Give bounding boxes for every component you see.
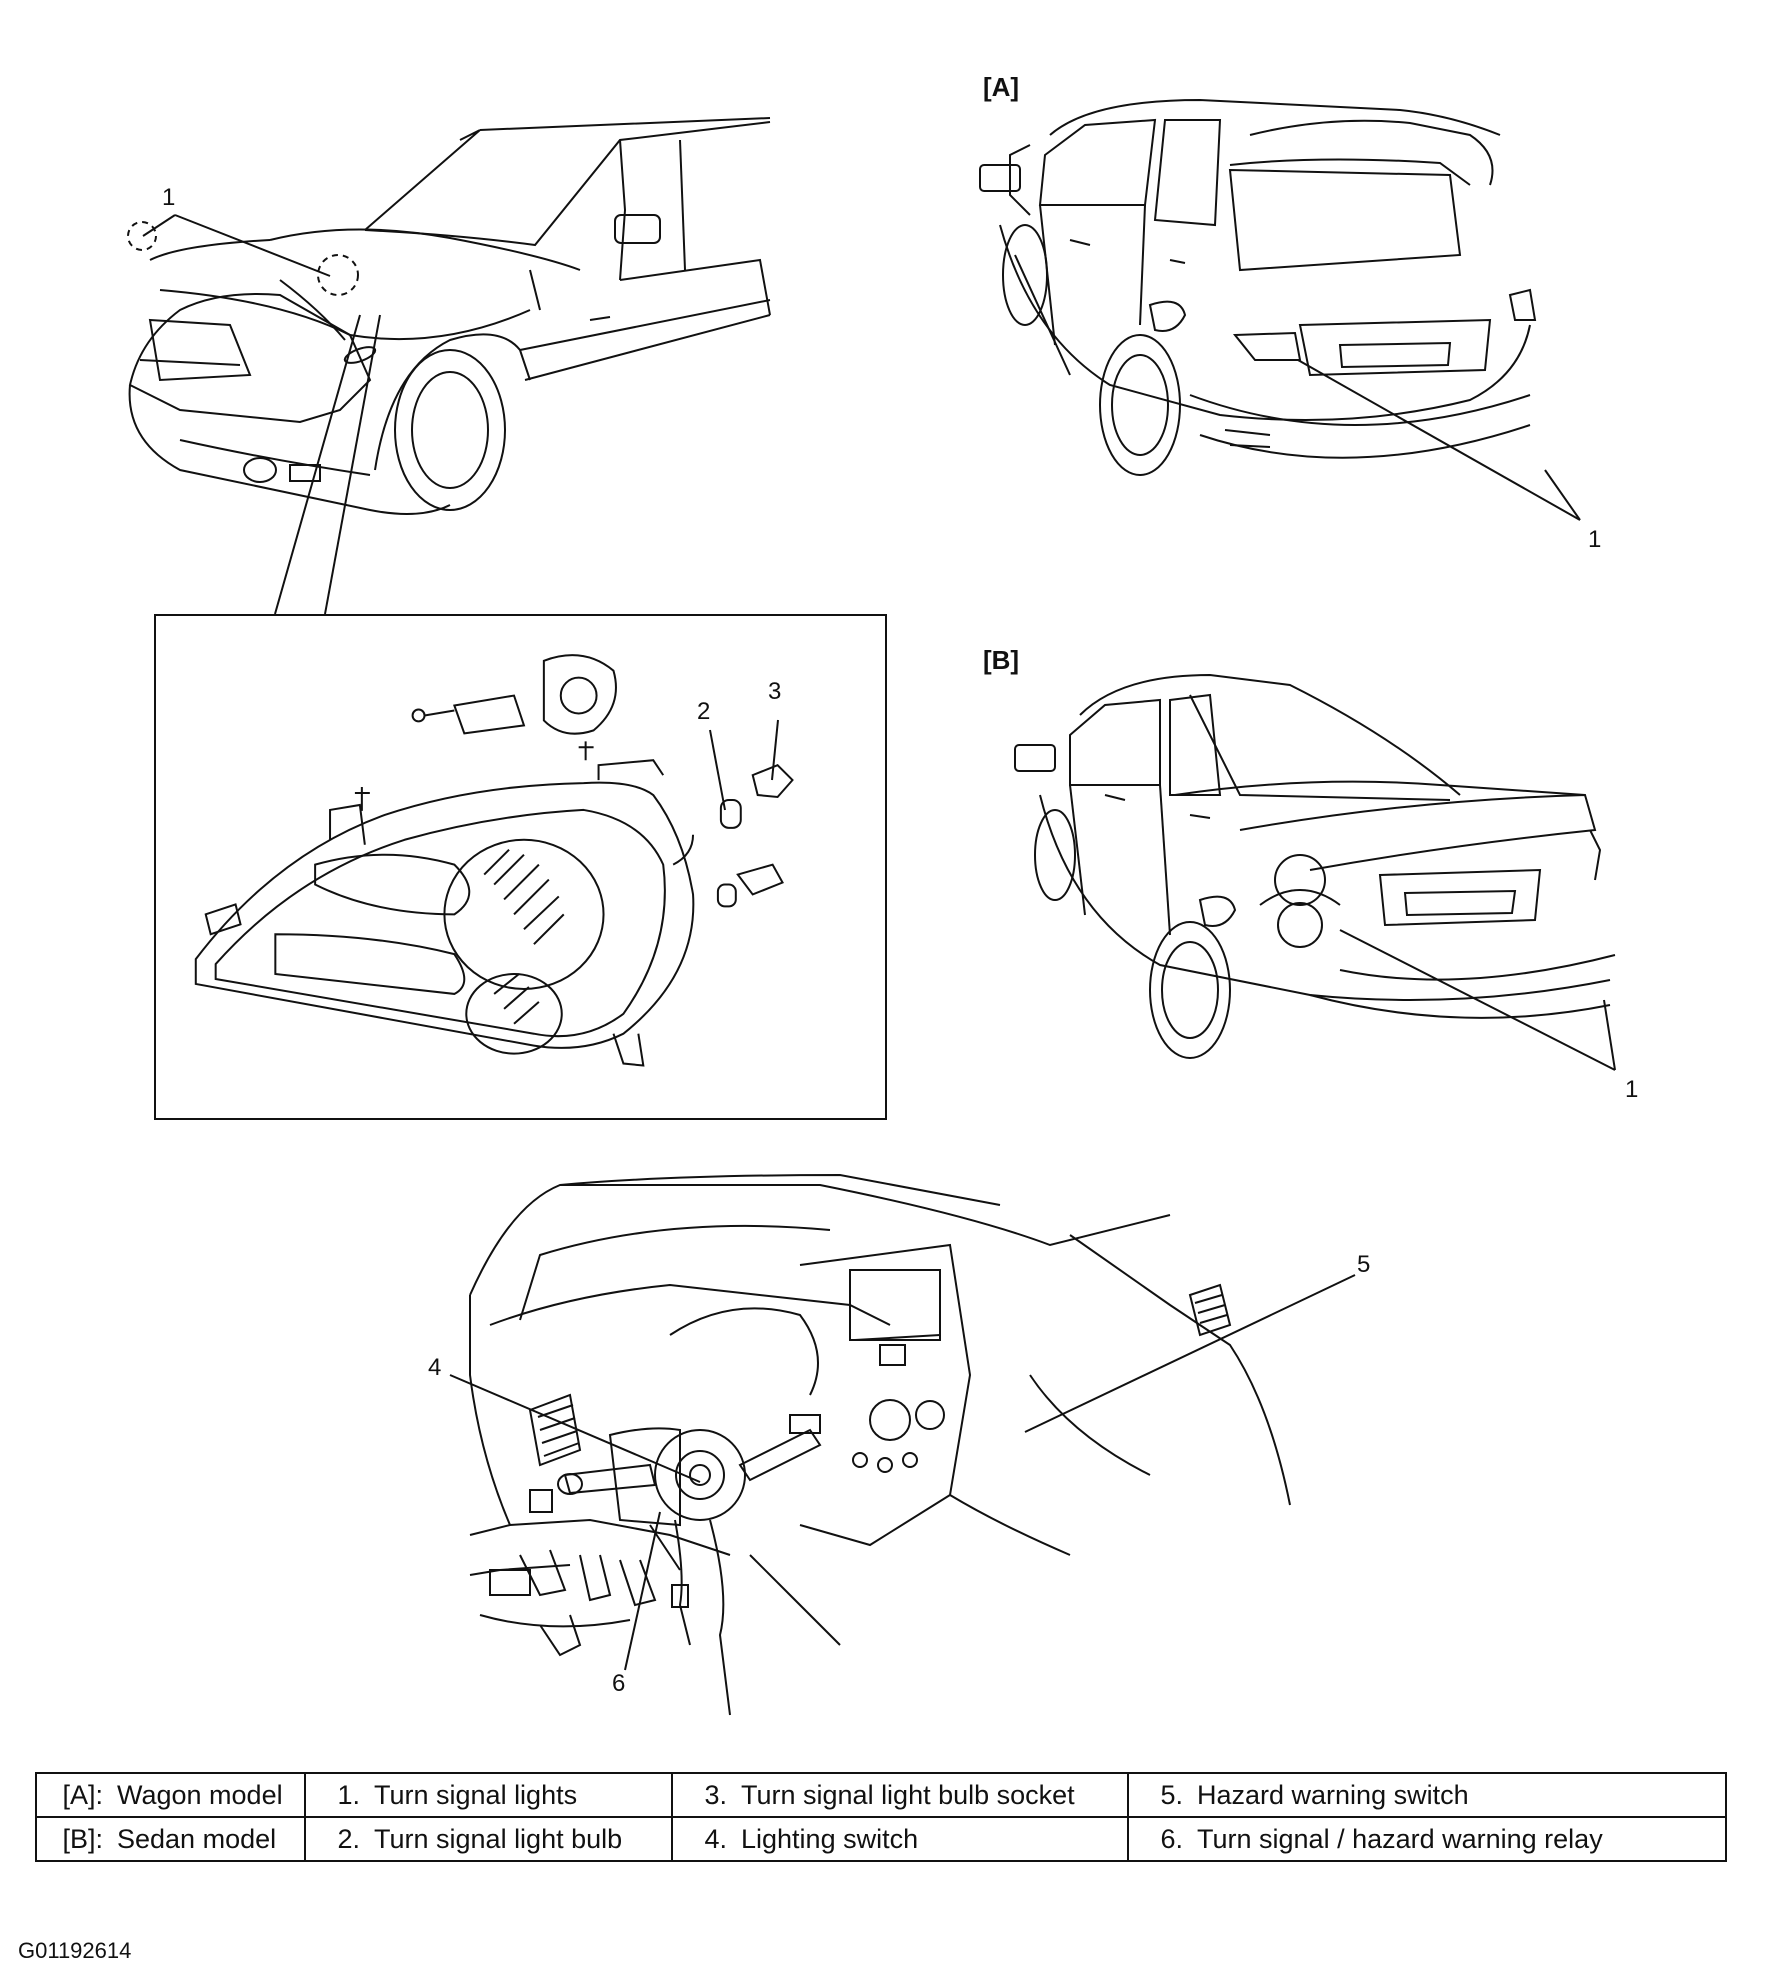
legend-table: [A]: Wagon model 1. Turn signal lights 3. T… <box>35 1772 1727 1862</box>
callout-front-1: 1 <box>162 184 176 211</box>
legend-number: 1. <box>337 1779 360 1810</box>
sedan-rear-illustration <box>1010 665 1630 1095</box>
wagon-rear-illustration <box>970 95 1570 535</box>
legend-text: Turn signal light bulb socket <box>741 1779 1075 1810</box>
view-tag-b: [B] <box>983 645 1020 675</box>
legend-cell-item: 2. Turn signal light bulb <box>304 1816 673 1862</box>
figure-id: G01192614 <box>18 1938 132 1963</box>
legend-cell-item: 4. Lighting switch <box>671 1816 1129 1862</box>
legend-tag-text: Sedan model <box>117 1823 277 1854</box>
callout-detail-2: 2 <box>697 698 711 725</box>
legend-tag-text: Wagon model <box>117 1779 283 1810</box>
legend-number: 2. <box>337 1823 360 1854</box>
dashboard-illustration <box>470 1175 1370 1735</box>
legend-text: Turn signal light bulb <box>374 1823 623 1854</box>
legend-row: [A]: Wagon model 1. Turn signal lights 3. T… <box>35 1772 1727 1818</box>
legend-cell-item: 5. Hazard warning switch <box>1127 1772 1727 1818</box>
headlamp-detail-box <box>154 614 887 1120</box>
legend-row: [B]: Sedan model 2. Turn signal light bulb… <box>35 1816 1727 1862</box>
callout-dash-5: 5 <box>1357 1251 1371 1278</box>
legend-text: Hazard warning switch <box>1197 1779 1469 1810</box>
legend-number: 6. <box>1160 1823 1183 1854</box>
legend-number: 3. <box>704 1779 727 1810</box>
legend-cell-item: 1. Turn signal lights <box>304 1772 673 1818</box>
front-car-illustration <box>120 110 780 580</box>
callout-dash-4: 4 <box>428 1354 442 1381</box>
callout-dash-6: 6 <box>612 1670 626 1697</box>
callout-detail-3: 3 <box>768 678 782 705</box>
legend-tag: [B]: <box>62 1823 103 1854</box>
legend-text: Turn signal / hazard warning relay <box>1197 1823 1603 1854</box>
callout-sedan-1: 1 <box>1625 1076 1639 1103</box>
legend-number: 5. <box>1160 1779 1183 1810</box>
legend-text: Turn signal lights <box>374 1779 578 1810</box>
view-tag-a: [A] <box>983 72 1020 102</box>
legend-tag: [A]: <box>62 1779 103 1810</box>
legend-cell-view: [B]: Sedan model <box>35 1816 306 1862</box>
legend-cell-item: 3. Turn signal light bulb socket <box>671 1772 1129 1818</box>
callout-wagon-1: 1 <box>1588 526 1602 553</box>
legend-text: Lighting switch <box>741 1823 919 1854</box>
legend-cell-view: [A]: Wagon model <box>35 1772 306 1818</box>
legend-number: 4. <box>704 1823 727 1854</box>
legend-cell-item: 6. Turn signal / hazard warning relay <box>1127 1816 1727 1862</box>
